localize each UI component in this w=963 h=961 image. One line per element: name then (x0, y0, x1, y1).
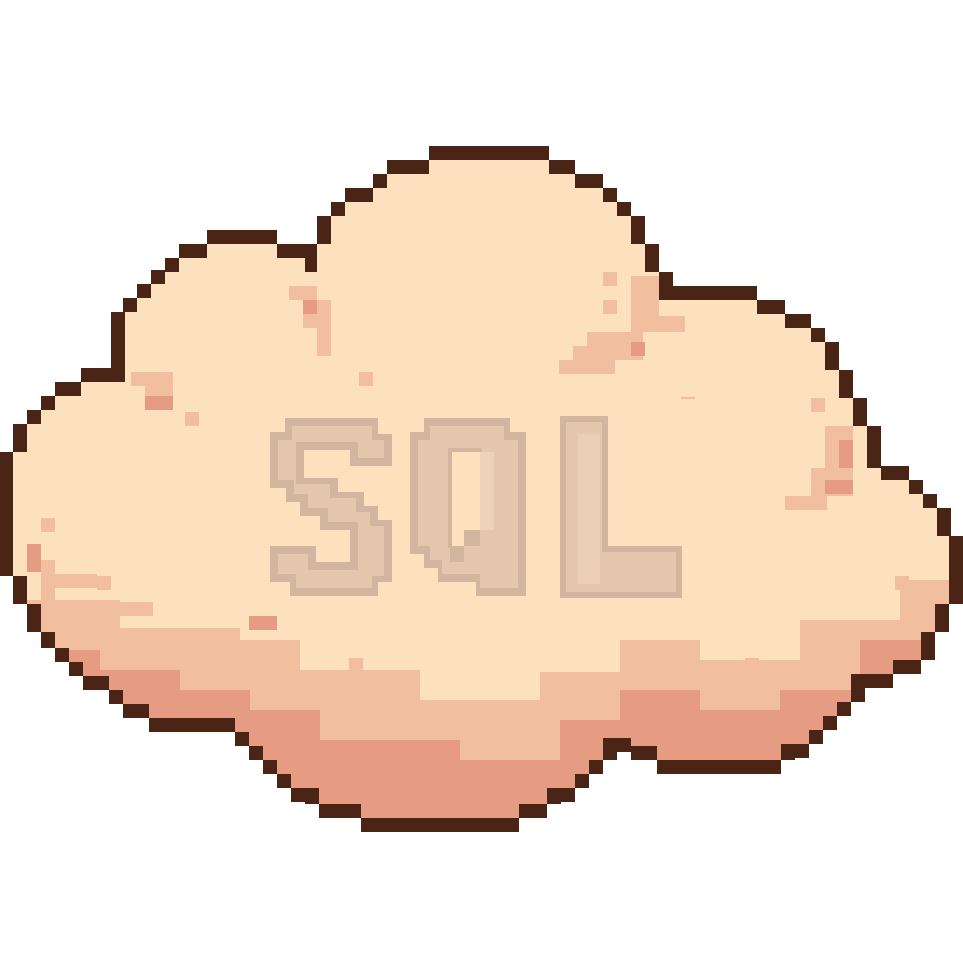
sql-wordmark (270, 416, 682, 598)
detail-mark (681, 397, 695, 399)
cloud-speckles (41, 272, 909, 672)
bump-shadow (27, 300, 853, 630)
letter-q (410, 418, 526, 596)
letter-s (270, 418, 392, 596)
letter-l (560, 416, 682, 598)
